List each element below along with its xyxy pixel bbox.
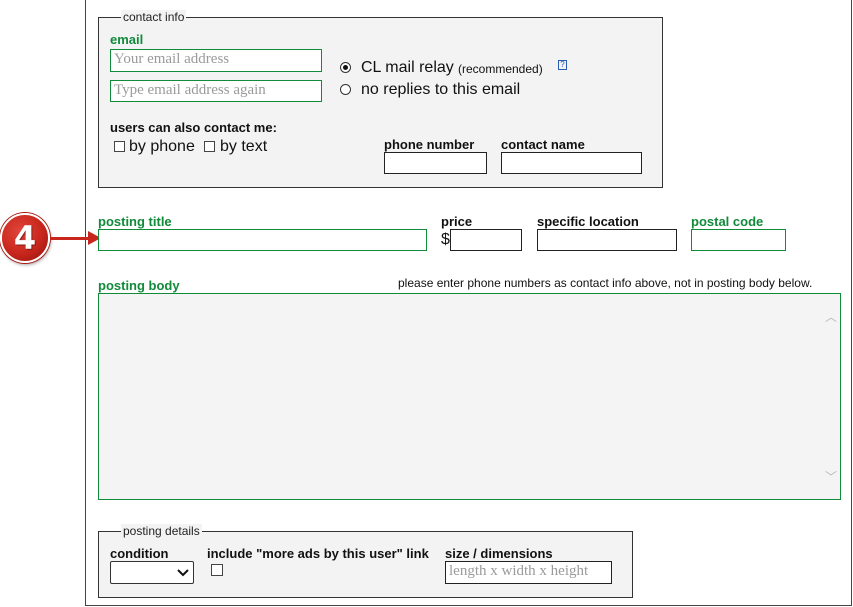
cl-mail-relay-radio[interactable] — [340, 62, 351, 73]
size-dimensions-label: size / dimensions — [445, 546, 553, 561]
price-label: price — [441, 214, 473, 229]
more-ads-checkbox[interactable] — [211, 564, 223, 576]
email-label: email — [110, 32, 144, 47]
posting-details-legend: posting details — [121, 524, 202, 538]
by-phone-label: by phone — [129, 138, 195, 155]
size-dimensions-input[interactable]: length x width x height — [445, 561, 612, 584]
email-input[interactable]: Your email address — [110, 49, 322, 72]
recommended-note: (recommended) — [458, 62, 543, 76]
by-text-label: by text — [220, 138, 268, 155]
posting-body-label: posting body — [98, 278, 180, 293]
specific-location-label: specific location — [537, 214, 639, 229]
contact-name-input[interactable] — [501, 152, 642, 174]
contact-info-legend: contact info — [121, 10, 187, 24]
by-text-checkbox[interactable] — [204, 141, 215, 152]
specific-location-input[interactable] — [537, 229, 677, 251]
help-icon[interactable]: ? — [558, 60, 567, 70]
posting-title-input[interactable] — [98, 229, 427, 251]
also-contact-label: users can also contact me: — [110, 120, 277, 135]
more-ads-label: include "more ads by this user" link — [207, 546, 429, 561]
scroll-up-icon[interactable]: ︿ — [825, 310, 838, 324]
condition-label: condition — [110, 546, 169, 561]
no-replies-label: no replies to this email — [361, 81, 521, 98]
cl-mail-relay-label: CL mail relay — [361, 59, 454, 76]
pointer-arrow-line — [50, 237, 90, 240]
phone-number-input[interactable] — [384, 152, 487, 174]
condition-select[interactable] — [110, 561, 194, 584]
page-frame — [85, 0, 852, 606]
posting-body-note: please enter phone numbers as contact in… — [398, 276, 813, 290]
posting-body-textarea[interactable] — [98, 293, 841, 500]
chevron-down-icon — [177, 569, 189, 577]
by-phone-checkbox[interactable] — [114, 141, 125, 152]
right-arrow-icon — [88, 231, 101, 245]
postal-code-label: postal code — [691, 214, 764, 229]
price-input[interactable] — [450, 229, 522, 251]
scroll-down-icon[interactable]: ﹀ — [825, 470, 838, 484]
phone-number-label: phone number — [384, 137, 475, 152]
no-replies-radio[interactable] — [340, 84, 351, 95]
step-number: 4 — [13, 219, 37, 257]
posting-title-label: posting title — [98, 214, 172, 229]
step-number-badge: 4 — [0, 213, 50, 263]
postal-code-input[interactable] — [691, 229, 786, 251]
email-confirm-input[interactable]: Type email address again — [110, 80, 322, 102]
currency-symbol: $ — [441, 231, 450, 248]
contact-name-label: contact name — [501, 137, 585, 152]
